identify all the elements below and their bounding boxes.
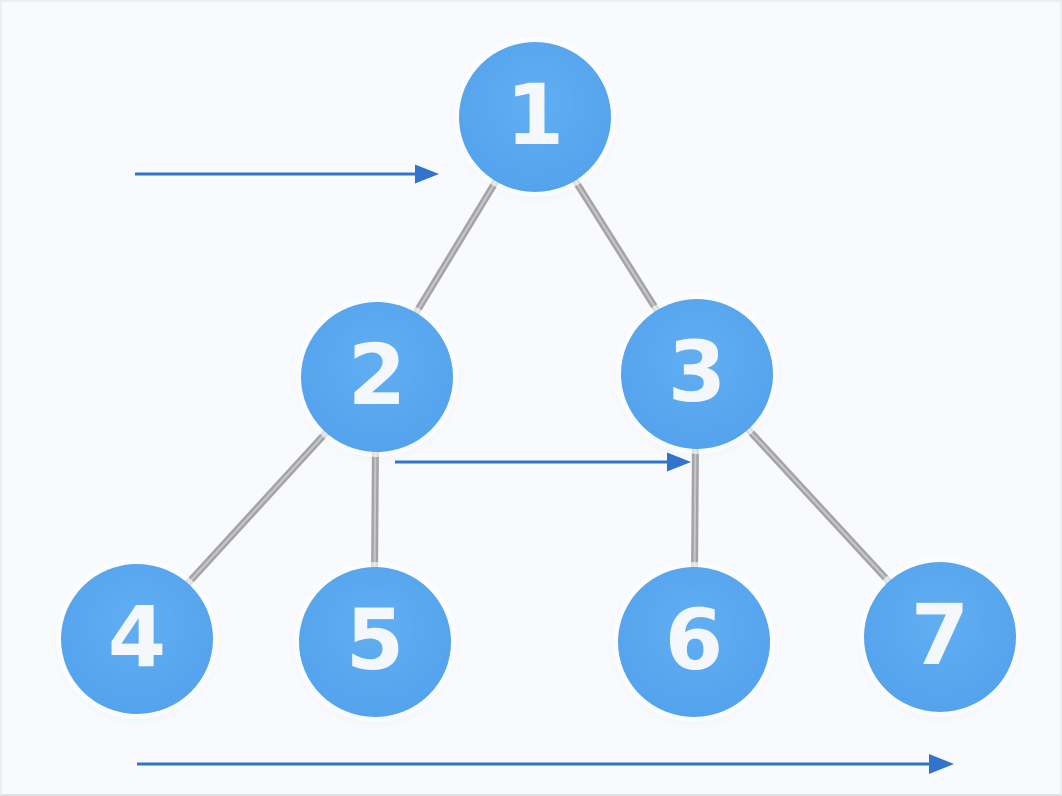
tree-node-6-label: 6 [664, 591, 724, 689]
tree-node-2: 2 [301, 302, 453, 452]
tree-node-4-label: 4 [107, 588, 167, 686]
tree-node-1-label: 1 [505, 66, 565, 164]
tree-node-4: 4 [61, 564, 213, 714]
level-3-traversal-arrow [137, 754, 954, 774]
level-2-traversal-arrow [395, 452, 691, 472]
tree-node-2-label: 2 [347, 326, 407, 424]
tree-node-3-label: 3 [667, 323, 727, 421]
arrowhead-icon [929, 754, 954, 774]
tree-node-1: 1 [459, 42, 611, 192]
level-1-traversal-arrow [135, 164, 439, 184]
arrowhead-icon [415, 164, 439, 184]
tree-node-6: 6 [618, 567, 770, 717]
tree-node-5: 5 [299, 567, 451, 717]
tree-node-5-label: 5 [345, 591, 405, 689]
tree-node-7-label: 7 [910, 586, 970, 684]
arrowhead-icon [667, 452, 691, 472]
tree-node-3: 3 [621, 299, 773, 449]
tree-node-7: 7 [864, 562, 1016, 712]
